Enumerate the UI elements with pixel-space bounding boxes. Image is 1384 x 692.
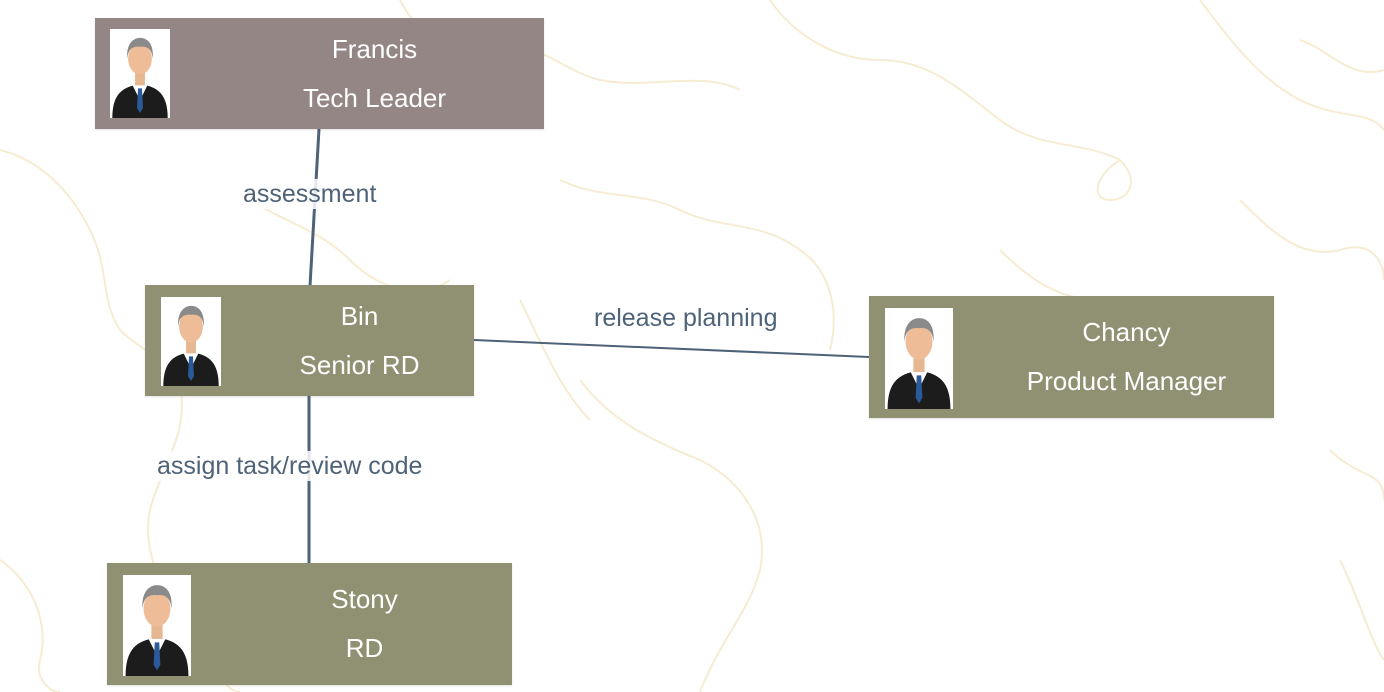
person-avatar-icon: [161, 297, 221, 386]
edge-label-assign-task: assign task/review code: [154, 451, 426, 481]
person-avatar-icon: [123, 575, 191, 676]
person-avatar-icon: [885, 308, 953, 409]
node-bin-role: Senior RD: [299, 349, 420, 380]
node-francis-name: Francis: [331, 33, 418, 64]
node-bin-name: Bin: [340, 300, 379, 331]
person-avatar-icon: [110, 29, 170, 118]
edge-bin-chancy: [473, 339, 870, 358]
node-stony-name: Stony: [331, 584, 398, 614]
node-chancy-role: Product Manager: [1026, 366, 1227, 396]
node-francis-role: Tech Leader: [302, 82, 447, 113]
edge-label-assessment: assessment: [240, 179, 380, 209]
edge-label-release-planning: release planning: [594, 304, 778, 332]
node-stony[interactable]: Stony RD: [107, 563, 512, 685]
node-chancy-name: Chancy: [1082, 317, 1171, 347]
node-stony-role: RD: [345, 633, 384, 663]
node-chancy[interactable]: Chancy Product Manager: [869, 296, 1274, 418]
node-bin[interactable]: Bin Senior RD: [145, 285, 474, 396]
node-francis[interactable]: Francis Tech Leader: [95, 18, 544, 129]
